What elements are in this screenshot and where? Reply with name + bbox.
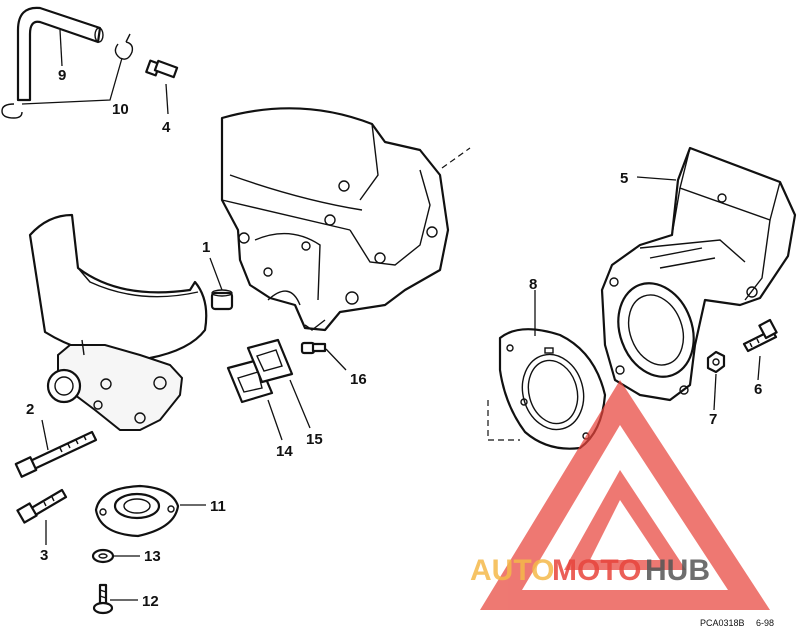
callout-16: 16 — [350, 371, 367, 388]
callout-13: 13 — [144, 548, 161, 565]
nut-part-7 — [706, 350, 726, 374]
alignment-line-2 — [487, 400, 520, 441]
callout-labels: 9 10 4 1 2 3 11 13 12 14 15 16 5 8 6 7 — [26, 67, 762, 610]
callout-2: 2 — [26, 401, 34, 418]
fitting-part-4 — [145, 59, 179, 79]
callout-1: 1 — [202, 239, 210, 256]
shroud-carburetor-assembly — [28, 213, 208, 431]
crankcase-housing — [220, 107, 450, 332]
callout-14: 14 — [276, 443, 293, 460]
watermark-hub: HUB — [645, 554, 710, 587]
reed-plate-part-15 — [246, 338, 294, 384]
screw-part-12 — [92, 583, 114, 615]
callout-5: 5 — [620, 170, 628, 187]
exhaust-housing-part-5 — [600, 146, 797, 402]
drawing-code: PCA0318B — [700, 618, 745, 628]
callout-11: 11 — [210, 498, 226, 515]
washer-part-13 — [91, 548, 115, 564]
callout-8: 8 — [529, 276, 537, 293]
watermark-logo — [480, 380, 770, 610]
alignment-line — [441, 147, 471, 169]
callout-6: 6 — [754, 381, 762, 398]
bolt-part-3 — [16, 488, 68, 524]
callout-12: 12 — [142, 593, 159, 610]
hose-part-9 — [16, 6, 104, 102]
bolt-part-6 — [742, 318, 778, 353]
bolt-part-2 — [14, 430, 98, 478]
callout-7: 7 — [709, 411, 717, 428]
bushing-part-1 — [210, 289, 234, 311]
watermark-moto: MOTO — [552, 554, 641, 587]
leader-lines — [21, 29, 761, 601]
clip-part-10b — [114, 33, 134, 60]
callout-4: 4 — [162, 119, 171, 136]
drawing-date: 6-98 — [756, 618, 774, 628]
callout-3: 3 — [40, 547, 48, 564]
callout-9: 9 — [58, 67, 66, 84]
clamp-part-10 — [1, 103, 23, 119]
watermark-auto: AUTO — [470, 554, 554, 587]
callout-15: 15 — [306, 431, 323, 448]
screw-part-16 — [300, 341, 327, 355]
callout-10: 10 — [112, 101, 129, 118]
cover-part-11 — [94, 484, 180, 538]
watermark-text: AUTO MOTO HUB — [470, 554, 710, 587]
